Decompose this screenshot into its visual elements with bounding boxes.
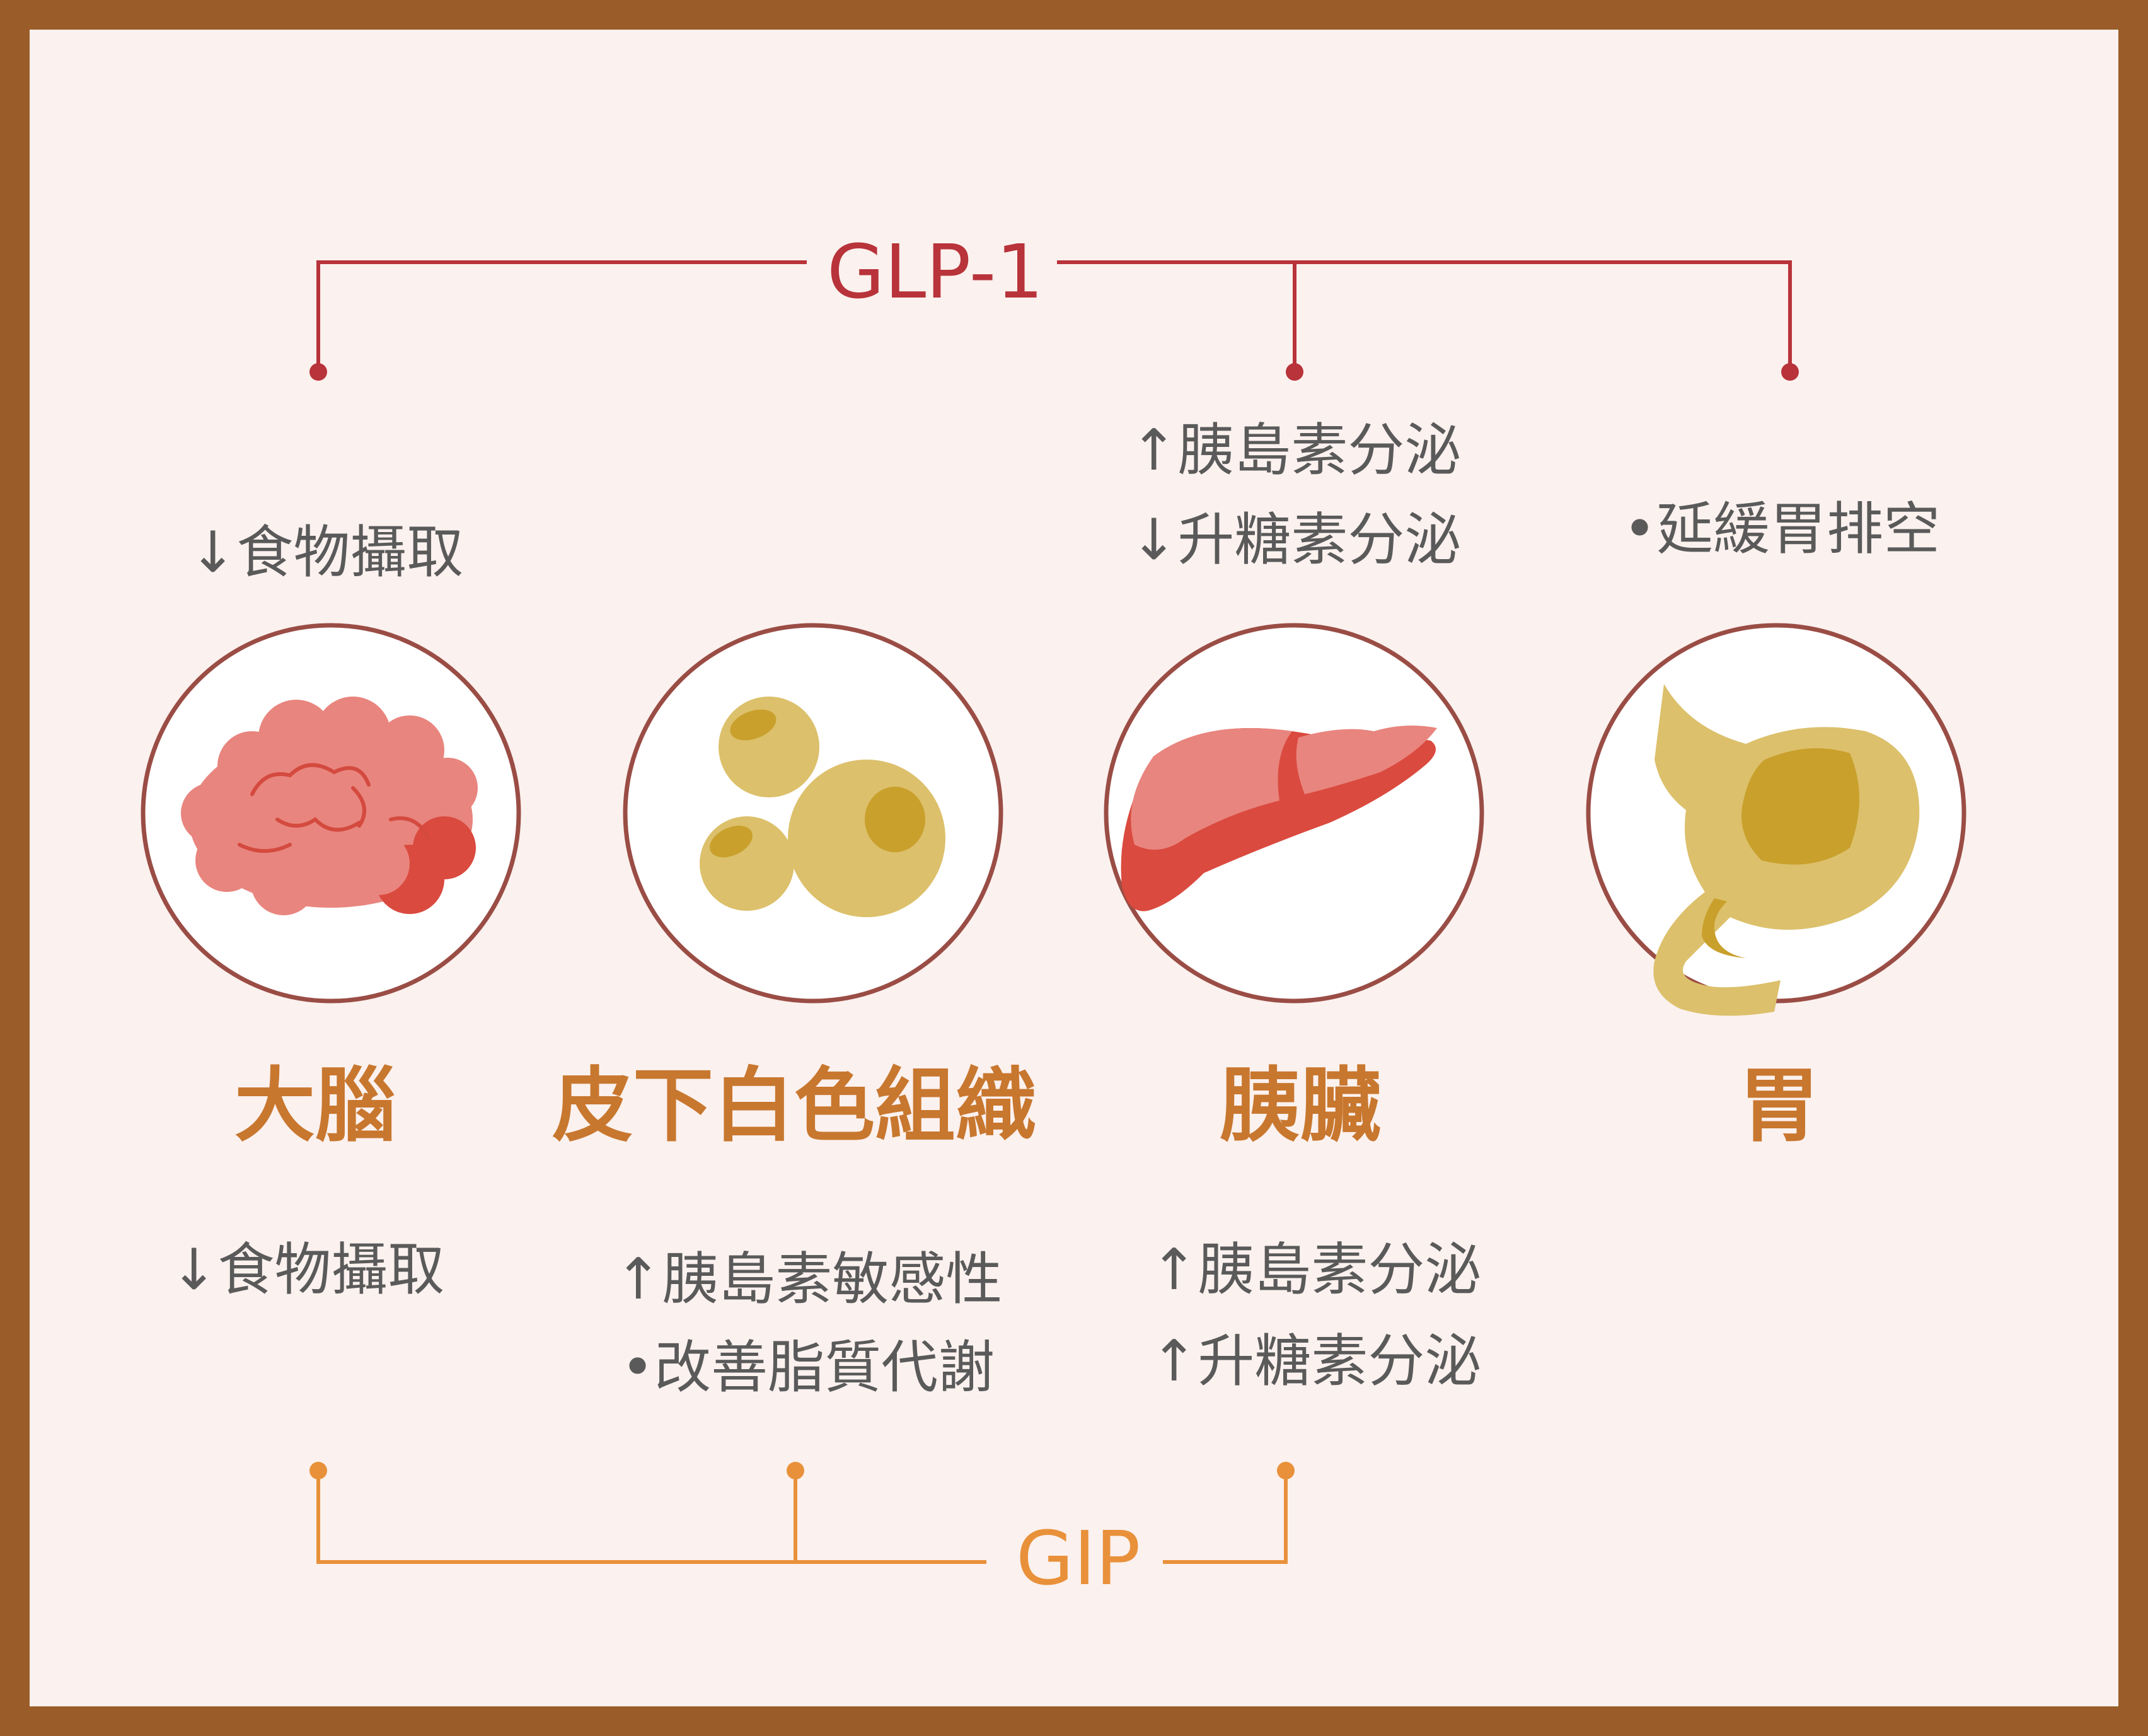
- gip-node-fat: [787, 1462, 804, 1479]
- fat-cells-icon: [700, 697, 945, 917]
- effect-line: ↓食物攝取: [170, 1237, 445, 1303]
- effect-line: ↓食物攝取: [189, 519, 464, 586]
- glp1-label: GLP-1: [813, 234, 1058, 309]
- organ-name-fat: 皮下白色組織: [551, 1058, 1036, 1153]
- effect-line: ↑胰島素敏感性: [615, 1246, 1003, 1312]
- organ-name-pancreas: 胰臟: [1219, 1058, 1381, 1153]
- effect-line: •改善脂質代謝: [621, 1334, 995, 1401]
- glp1-node-brain: [309, 363, 327, 381]
- glp1-node-stomach: [1781, 363, 1799, 381]
- brain-icon: [181, 697, 478, 915]
- effect-line: ↑胰島素分泌: [1130, 417, 1462, 483]
- stomach-circle: [1586, 623, 1966, 1016]
- effect-line: •延緩胃排空: [1623, 496, 1941, 562]
- pancreas-circle: [1104, 623, 1484, 1004]
- gip-node-pancreas: [1277, 1462, 1295, 1479]
- effect-line: ↑胰島素分泌: [1150, 1237, 1482, 1303]
- fat-circle: [623, 623, 1003, 1004]
- stomach-icon: [1653, 684, 1920, 1016]
- gip-label: GIP: [1002, 1521, 1155, 1595]
- effect-line: ↓升糖素分泌: [1130, 507, 1462, 573]
- glp1-node-pancreas: [1286, 363, 1303, 381]
- organ-name-stomach: 胃: [1738, 1058, 1820, 1153]
- glp1-bracket: [316, 260, 1792, 372]
- effect-line: ↑升糖素分泌: [1150, 1328, 1482, 1394]
- gip-bracket: [316, 1471, 1288, 1564]
- organ-name-brain: 大腦: [234, 1058, 396, 1153]
- gip-node-brain: [309, 1462, 327, 1479]
- brain-circle: [141, 623, 521, 1004]
- pancreas-icon: [1121, 726, 1437, 911]
